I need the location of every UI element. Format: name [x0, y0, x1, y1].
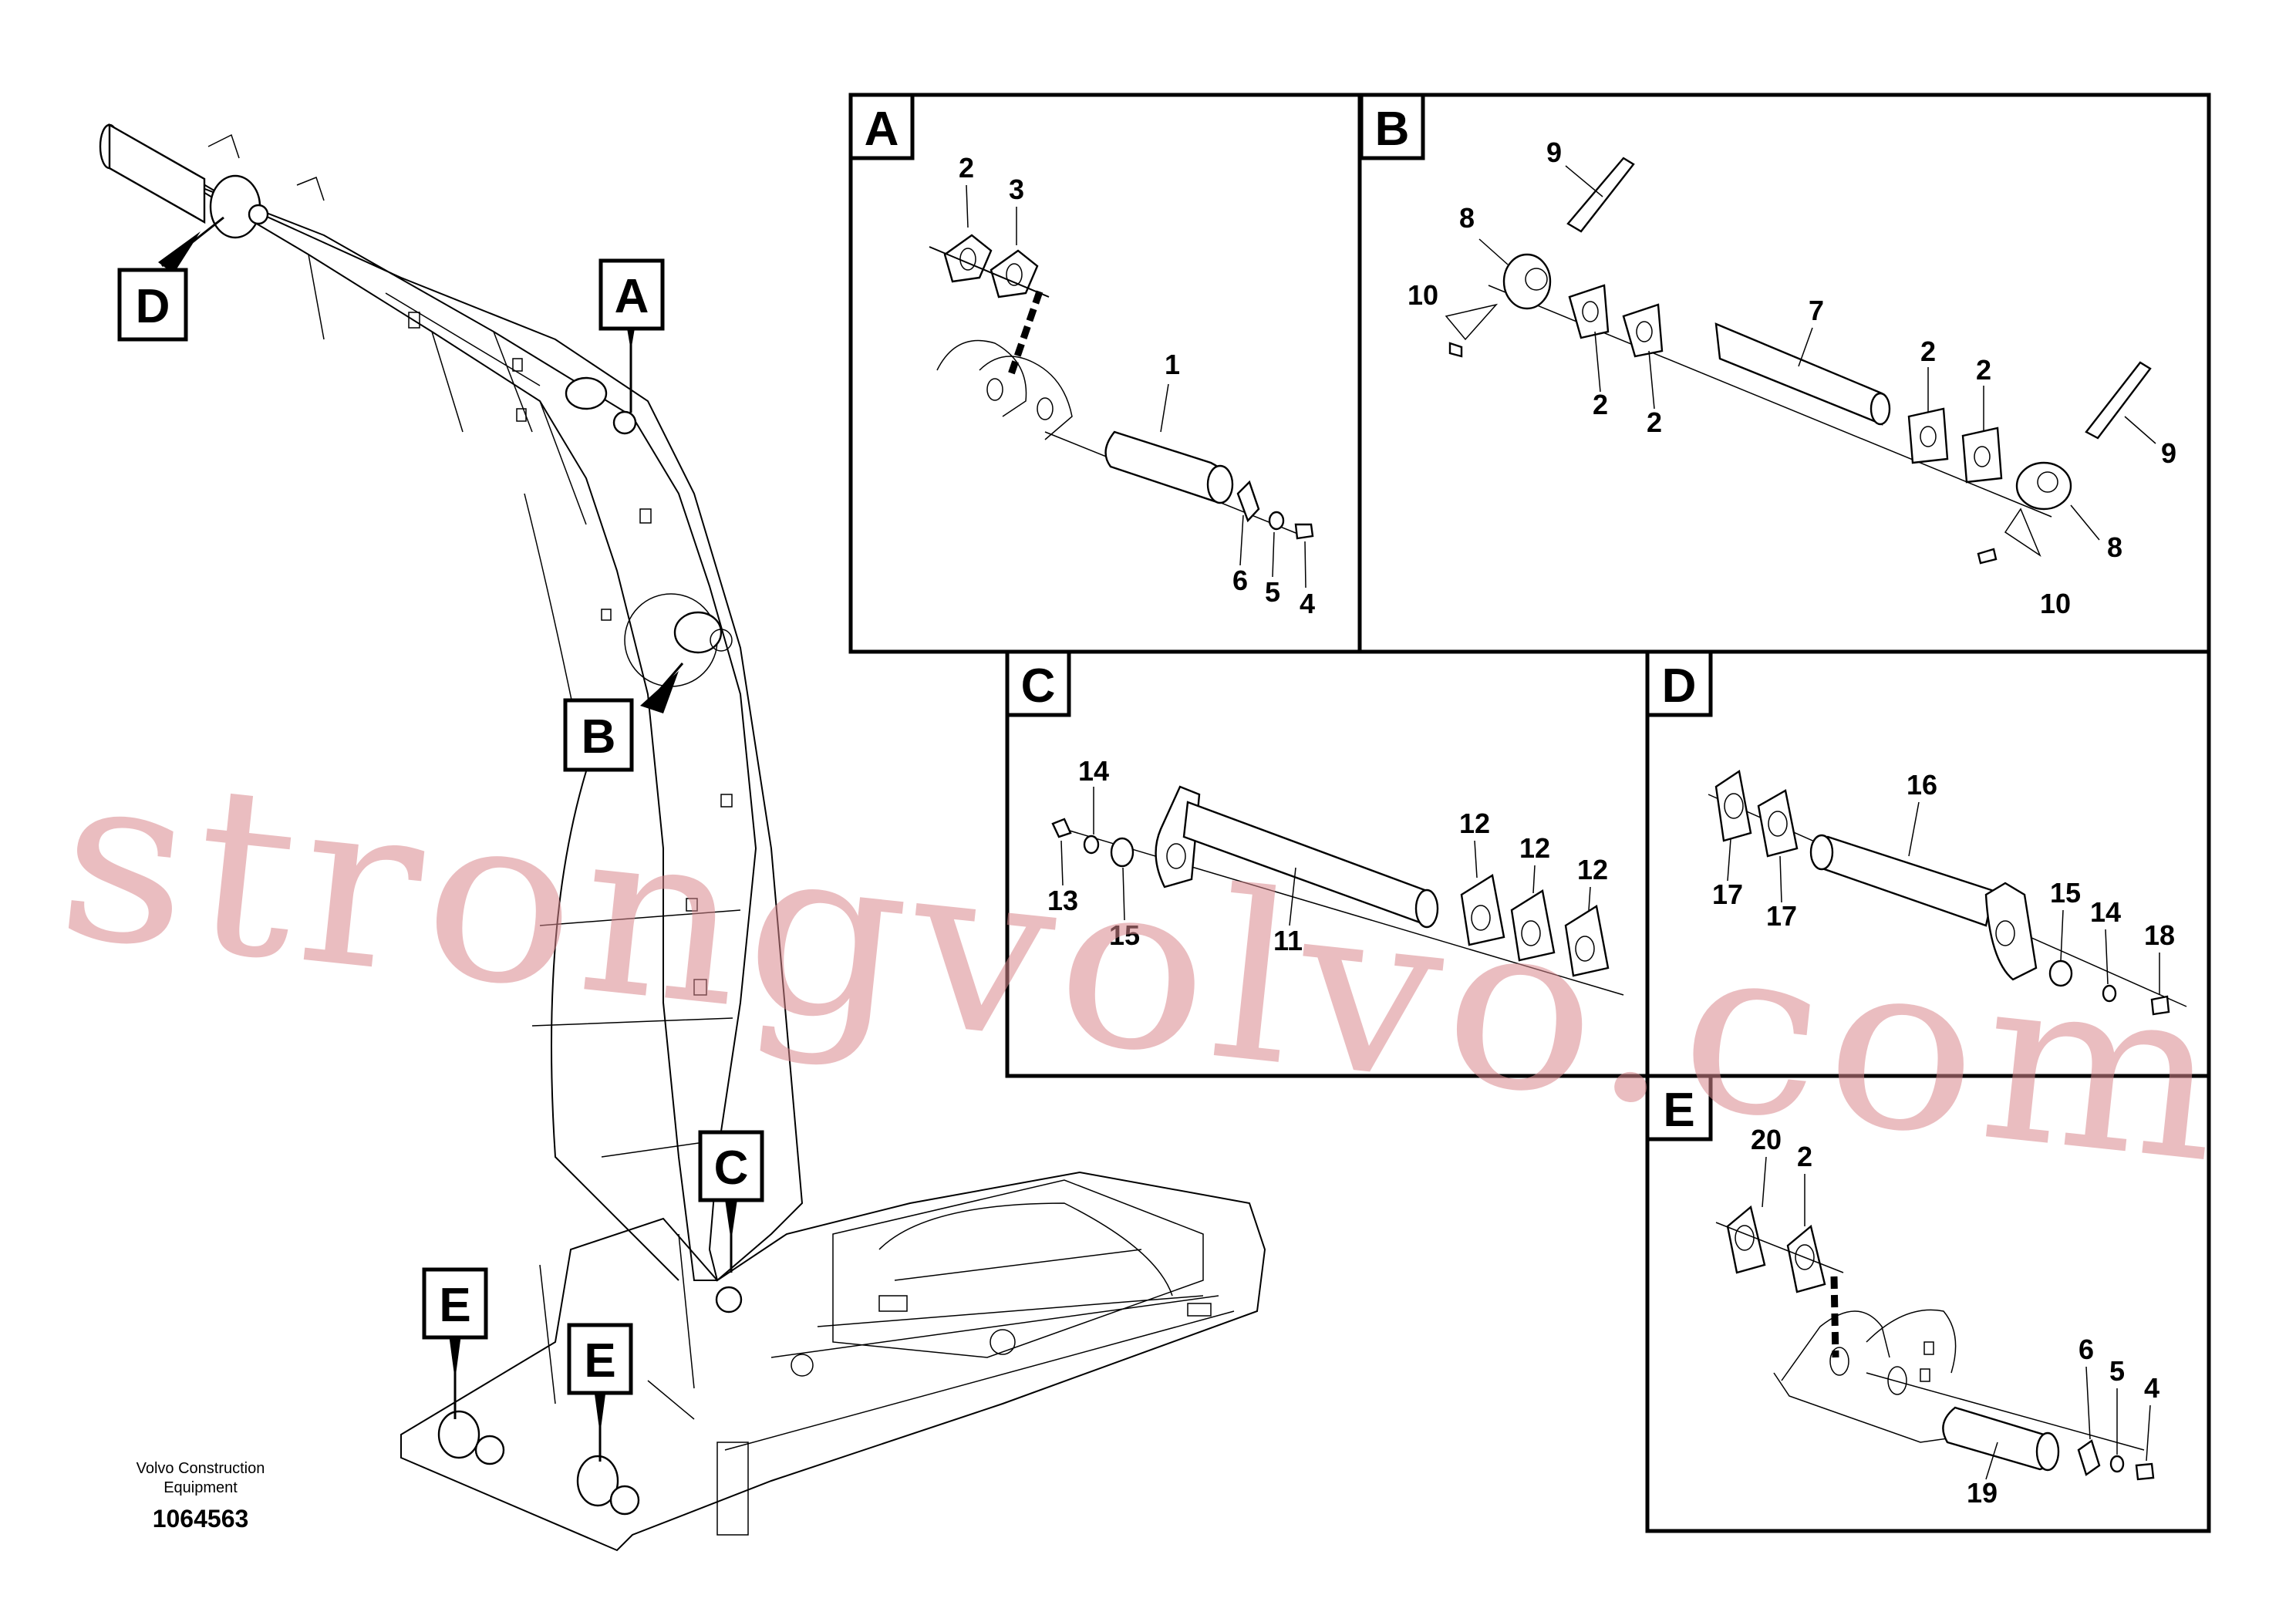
- part-label: 8: [1459, 202, 1475, 234]
- panel-B: B 9 8 10 2 2 7 2 2 9: [1359, 93, 2176, 619]
- panel-letter: A: [865, 103, 899, 156]
- part-label: 9: [2161, 437, 2176, 469]
- part-label: 1: [1165, 349, 1180, 380]
- panel-C: C 14 13 15 11 12 12 12: [1005, 649, 1624, 996]
- part-label: 12: [1577, 854, 1608, 885]
- part-label: 2: [1647, 406, 1662, 438]
- callout-letter: C: [714, 1141, 749, 1195]
- callout-letter: E: [439, 1279, 470, 1332]
- part-label: 4: [2144, 1372, 2159, 1404]
- drawing-number: 1064563: [153, 1505, 249, 1533]
- part-label: 11: [1273, 925, 1303, 956]
- part-label: 10: [2040, 588, 2071, 619]
- part-label: 2: [1593, 389, 1608, 420]
- callout-letter: B: [582, 710, 616, 764]
- part-label: 2: [1797, 1141, 1812, 1172]
- part-label: 14: [2090, 896, 2121, 928]
- panel-D: D 16 17 17 15 14 18: [1645, 649, 2187, 1016]
- part-label: 3: [1009, 174, 1024, 205]
- part-label: 6: [1232, 565, 1248, 596]
- boom-callout-E1[interactable]: E: [422, 1267, 488, 1340]
- boom-illustration: [99, 123, 1266, 1552]
- part-label: 12: [1459, 808, 1490, 839]
- part-label: 5: [1265, 576, 1280, 608]
- panel-A: A 2 3 1 6 5 4: [848, 93, 1315, 619]
- boom-callout-A[interactable]: A: [598, 258, 665, 331]
- footer: Volvo Construction Equipment 1064563: [137, 1460, 265, 1533]
- panel-E: E 20 2 6 5 4 19: [1645, 1074, 2159, 1509]
- boom-callout-leaders: [158, 216, 737, 1462]
- part-label: 18: [2144, 919, 2175, 951]
- part-label: 2: [1976, 354, 1991, 386]
- part-label: 5: [2109, 1355, 2125, 1387]
- part-label: 2: [959, 152, 974, 184]
- callout-letter: E: [584, 1334, 615, 1388]
- part-label: 4: [1300, 588, 1315, 619]
- part-label: 12: [1519, 832, 1550, 864]
- part-label: 20: [1751, 1124, 1782, 1155]
- part-label: 13: [1047, 885, 1078, 916]
- panel-letter: B: [1375, 103, 1410, 156]
- company-name-line1: Volvo Construction: [137, 1460, 265, 1477]
- part-label: 15: [2050, 877, 2081, 909]
- part-label: 9: [1546, 137, 1562, 168]
- boom-callout-D[interactable]: D: [117, 268, 188, 342]
- callout-letter: D: [136, 280, 170, 333]
- part-label: 19: [1967, 1477, 1998, 1509]
- panel-letter: C: [1021, 659, 1056, 713]
- part-label: 17: [1766, 900, 1797, 932]
- part-label: 2: [1920, 336, 1936, 367]
- panel-letter: D: [1662, 659, 1697, 713]
- part-label: 10: [1408, 279, 1438, 311]
- boom-callout-E2[interactable]: E: [567, 1323, 633, 1395]
- part-label: 8: [2107, 531, 2122, 563]
- part-label: 15: [1109, 919, 1140, 951]
- part-label: 16: [1907, 769, 1937, 801]
- part-label: 14: [1078, 755, 1109, 787]
- part-label: 7: [1809, 295, 1824, 326]
- panel-letter: E: [1663, 1084, 1694, 1137]
- detail-panels-frame: [848, 93, 2211, 1533]
- boom-callout-C[interactable]: C: [698, 1130, 764, 1202]
- company-name-line2: Equipment: [164, 1479, 238, 1496]
- callout-letter: A: [615, 270, 649, 323]
- part-label: 17: [1712, 878, 1743, 910]
- part-label: 6: [2079, 1334, 2094, 1365]
- boom-callout-B[interactable]: B: [563, 698, 634, 772]
